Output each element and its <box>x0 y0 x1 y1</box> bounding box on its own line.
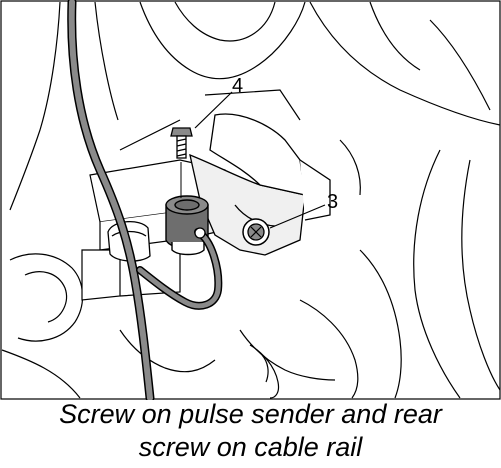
callout-3: 3 <box>327 191 338 213</box>
callout-4: 4 <box>232 75 243 97</box>
main-cable <box>67 0 155 400</box>
engine-background-lines <box>1 1 501 399</box>
engine-illustration: 4 3 <box>0 0 501 400</box>
callout-leaders <box>194 91 326 229</box>
caption-line-2: screw on cable rail <box>138 432 363 462</box>
pulse-sender-screw-4 <box>170 127 193 198</box>
caption-line-1: Screw on pulse sender and rear <box>59 399 442 429</box>
figure-caption: Screw on pulse sender and rear screw on … <box>0 398 501 464</box>
rear-screw-3 <box>242 218 270 246</box>
pulse-sender <box>165 195 209 256</box>
sensor-cable <box>136 227 223 310</box>
cable-rail-plate <box>189 113 331 256</box>
